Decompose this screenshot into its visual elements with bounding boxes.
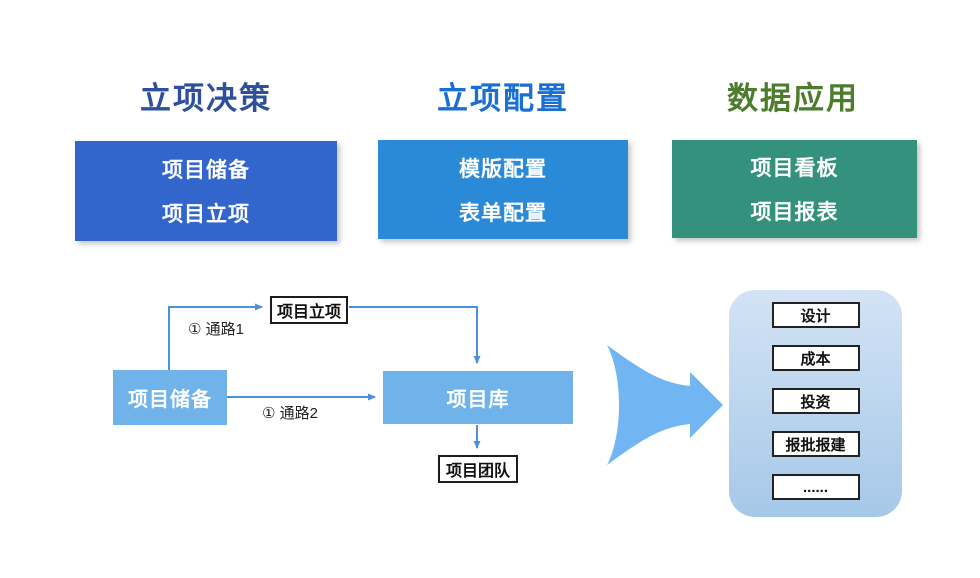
data-app-item-board: 项目看板 xyxy=(750,157,839,180)
flow-box-reserve: 项目储备 xyxy=(113,370,227,425)
config-item-form: 表单配置 xyxy=(459,201,547,225)
panel-item-approval-construction: 报批报建 xyxy=(771,431,860,457)
column-header-config: 立项配置 xyxy=(437,81,569,116)
decision-box: 项目储备 项目立项 xyxy=(75,141,337,241)
data-app-item-report: 项目报表 xyxy=(750,201,839,224)
funnel-arrow-icon xyxy=(607,345,723,465)
path1-label: ① 通路1 xyxy=(188,321,244,338)
decision-item-reserve: 项目储备 xyxy=(162,159,250,182)
config-box: 模版配置 表单配置 xyxy=(378,140,628,239)
arrow-approval-to-library xyxy=(349,306,481,364)
path2-label: ① 通路2 xyxy=(262,405,318,422)
flow-box-approval: 项目立项 xyxy=(270,296,348,324)
config-item-template: 模版配置 xyxy=(459,157,547,181)
decision-item-approval: 项目立项 xyxy=(162,203,250,226)
data-app-box: 项目看板 项目报表 xyxy=(672,140,917,238)
output-panel: 设计 成本 投资 报批报建 ...... xyxy=(729,290,902,517)
column-header-data-app: 数据应用 xyxy=(727,81,859,116)
panel-item-more: ...... xyxy=(771,474,860,500)
flow-box-library: 项目库 xyxy=(383,371,573,424)
column-header-decision: 立项决策 xyxy=(140,81,272,116)
panel-item-cost: 成本 xyxy=(771,345,860,371)
panel-item-investment: 投资 xyxy=(771,388,860,414)
flow-box-team: 项目团队 xyxy=(438,455,518,483)
panel-item-design: 设计 xyxy=(771,302,860,328)
